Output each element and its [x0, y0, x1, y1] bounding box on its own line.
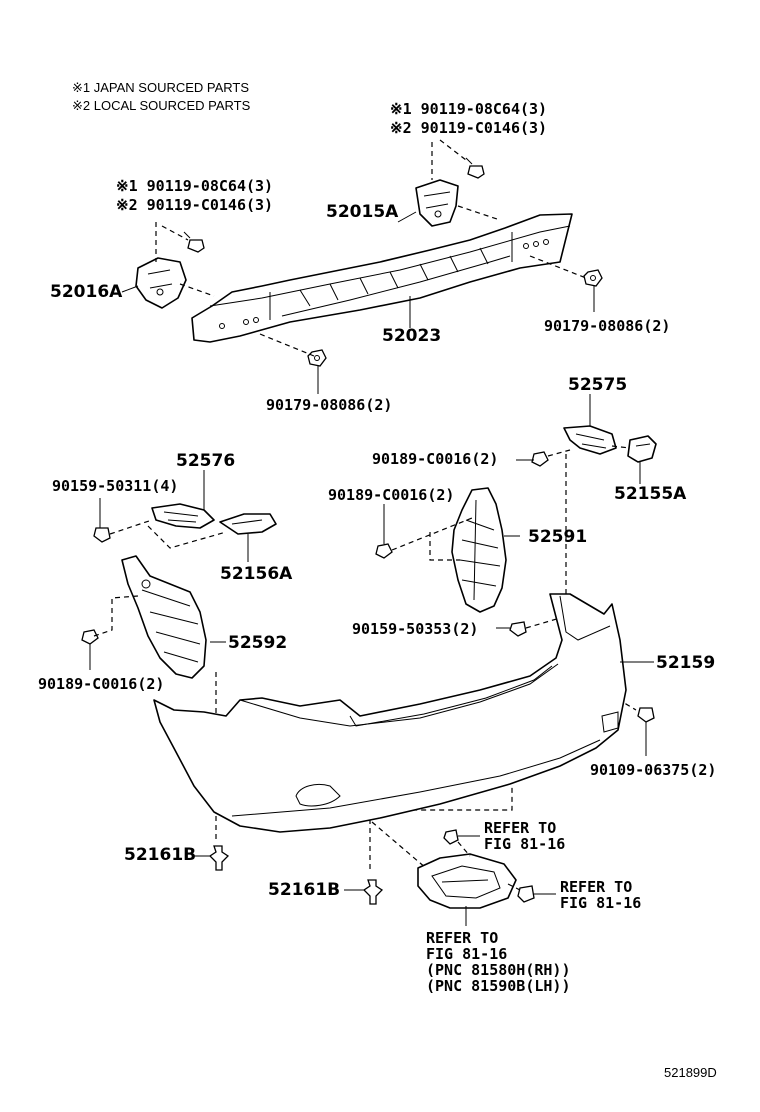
label-reinforcement: 52023	[382, 326, 442, 346]
label-clip-bottom-mid: 52161B	[268, 880, 341, 900]
label-nut-right: 90179-08086(2)	[544, 317, 671, 335]
label-clip-bottom-left: 52161B	[124, 845, 197, 865]
screw-left	[93, 527, 111, 543]
screw-right	[509, 621, 527, 637]
label-screw-right: 90159-50353(2)	[352, 620, 479, 638]
nut-left	[307, 349, 327, 367]
bolt-right	[465, 157, 485, 179]
label-refer-right-line2: FIG 81-16	[560, 894, 642, 912]
label-refer-right-line1: REFER TO	[560, 878, 633, 896]
label-screw-left: 90159-50311(4)	[52, 477, 179, 495]
label-bolt-left-japan: ※1 90119-08C64(3)	[116, 177, 274, 195]
clip-right-upper	[531, 451, 549, 467]
clip-right-mid	[375, 543, 393, 559]
label-screw-cover: 90109-06375(2)	[590, 761, 717, 779]
label-absorber-left: 52592	[228, 633, 288, 653]
lamp-screw	[443, 829, 459, 845]
label-clip-right-mid: 90189-C0016(2)	[328, 486, 455, 504]
label-clip-right-upper: 90189-C0016(2)	[372, 450, 499, 468]
lamp-clip	[517, 885, 535, 903]
retainer-left	[151, 503, 215, 529]
bumper-cover	[153, 593, 627, 833]
bracket-right	[415, 179, 459, 227]
fog-lamp	[417, 853, 517, 909]
retainer-right-b	[627, 435, 657, 463]
bolt-left	[183, 231, 205, 253]
label-retainer-left: 52576	[176, 451, 236, 471]
label-refer-bottom-line2: FIG 81-16	[426, 945, 508, 963]
label-retainer-right: 52575	[568, 375, 628, 395]
label-refer-bottom-line4: (PNC 81590B(LH))	[426, 977, 571, 995]
clip-bottom-mid	[362, 879, 384, 905]
label-refer-top-line1: REFER TO	[484, 819, 557, 837]
clip-bottom-left	[208, 845, 230, 871]
screw-cover	[637, 707, 655, 723]
bracket-left	[135, 257, 187, 309]
label-bracket-left: 52016A	[50, 282, 123, 302]
bumper-reinforcement	[191, 213, 573, 343]
note-local-sourced: ※2 LOCAL SOURCED PARTS	[72, 98, 251, 113]
label-bolt-left-local: ※2 90119-C0146(3)	[116, 196, 274, 214]
absorber-right	[451, 487, 507, 613]
label-nut-left: 90179-08086(2)	[266, 396, 393, 414]
note-japan-sourced: ※1 JAPAN SOURCED PARTS	[72, 80, 250, 95]
label-retainer-left-b: 52156A	[220, 564, 293, 584]
clip-left	[81, 629, 99, 645]
label-refer-bottom-line1: REFER TO	[426, 929, 499, 947]
nut-right	[583, 269, 603, 287]
label-clip-left: 90189-C0016(2)	[38, 675, 165, 693]
label-bolt-right-local: ※2 90119-C0146(3)	[390, 119, 548, 137]
label-bumper-cover: 52159	[656, 653, 716, 673]
label-refer-top-line2: FIG 81-16	[484, 835, 566, 853]
label-refer-bottom-line3: (PNC 81580H(RH))	[426, 961, 571, 979]
diagram-code: 521899D	[664, 1065, 717, 1080]
label-bolt-right-japan: ※1 90119-08C64(3)	[390, 100, 548, 118]
label-retainer-right-b: 52155A	[614, 484, 687, 504]
retainer-right	[563, 425, 617, 455]
label-absorber-right: 52591	[528, 527, 588, 547]
label-bracket-right: 52015A	[326, 202, 399, 222]
retainer-left-b	[219, 513, 277, 535]
absorber-left	[121, 555, 207, 679]
